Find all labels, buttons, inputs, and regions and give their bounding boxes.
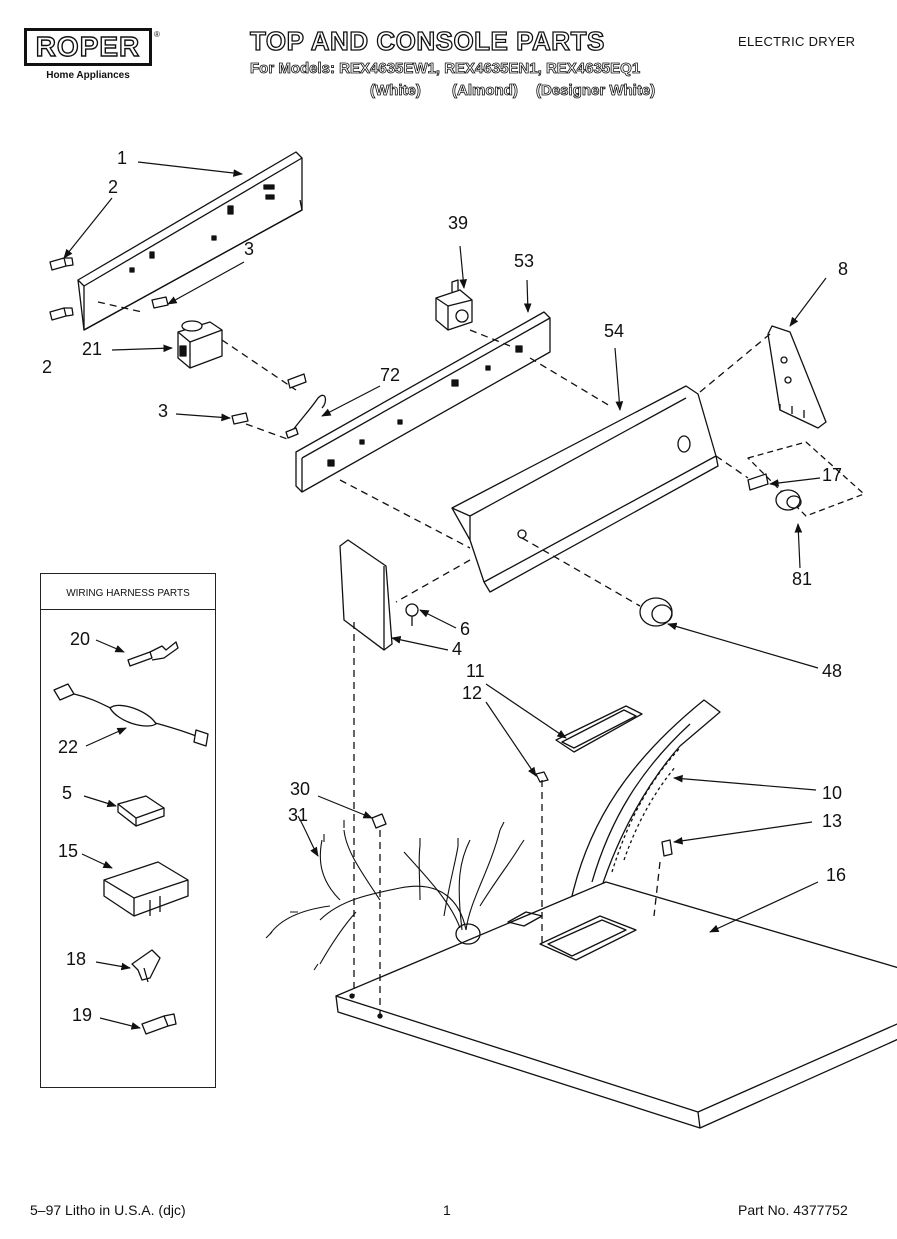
timer-part-21 — [177, 320, 223, 369]
main-top-part-16 — [335, 881, 897, 1129]
knob-part-48 — [639, 597, 673, 627]
brand-name: ROPER — [35, 31, 141, 62]
variant-white: (White) — [370, 82, 422, 100]
callout-19: 19 — [72, 1005, 93, 1025]
callout-31: 31 — [288, 805, 309, 825]
page-number: 1 — [443, 1202, 451, 1218]
callout-6: 6 — [460, 619, 471, 639]
callout-1: 1 — [117, 148, 128, 168]
end-cap-part-8 — [767, 325, 827, 429]
bracket-part-4 — [339, 539, 393, 651]
control-panel-part-53 — [295, 311, 551, 493]
callout-22: 22 — [58, 737, 79, 757]
knob-part-81 — [775, 489, 802, 511]
callout-21: 21 — [82, 339, 103, 359]
lamp-cover-part-11 — [555, 705, 643, 753]
wire-part-22 — [53, 683, 209, 747]
clip-part-12 — [535, 771, 549, 783]
switch-part-39 — [435, 279, 473, 331]
screw-part-3a — [151, 296, 169, 309]
connector-part-5 — [117, 795, 165, 827]
callout-18: 18 — [66, 949, 87, 969]
roper-logo: ROPER — [24, 28, 152, 66]
litho-note: 5–97 Litho in U.S.A. (djc) — [30, 1202, 186, 1218]
callout-8: 8 — [838, 259, 849, 279]
callout-54: 54 — [604, 321, 625, 341]
callout-48: 48 — [822, 661, 843, 681]
clamp-part-30 — [371, 813, 387, 829]
connector-block-part-15 — [103, 861, 189, 917]
callout-72: 72 — [380, 365, 401, 385]
callout-10: 10 — [822, 783, 843, 803]
callout-16: 16 — [826, 865, 847, 885]
callout-20: 20 — [70, 629, 91, 649]
callout-2a: 2 — [108, 177, 119, 197]
legend-divider — [40, 609, 216, 610]
callout-11: 11 — [466, 661, 485, 681]
callout-53: 53 — [514, 251, 535, 271]
variant-almond: (Almond) — [452, 82, 519, 100]
callout-3a: 3 — [244, 239, 255, 259]
plug-part-19 — [141, 1013, 177, 1035]
screw-part-3b — [231, 412, 249, 425]
model-list: For Models: REX4635EW1, REX4635EN1, REX4… — [250, 60, 641, 78]
wiring-harness-title: WIRING HARNESS PARTS — [66, 588, 190, 599]
callout-12: 12 — [462, 683, 483, 703]
callout-5: 5 — [62, 783, 73, 803]
screw-part-13 — [661, 839, 673, 857]
rear-panel-part-1 — [77, 151, 303, 331]
product-type: ELECTRIC DRYER — [738, 34, 856, 49]
wire-lead-part-72 — [285, 373, 327, 439]
callout-3b: 3 — [158, 401, 169, 421]
callout-30: 30 — [290, 779, 311, 799]
callout-17: 17 — [822, 465, 843, 485]
wiring-harness-box — [40, 573, 216, 1088]
terminal-part-20 — [127, 641, 179, 667]
callout-2b: 2 — [42, 357, 53, 377]
callout-81: 81 — [792, 569, 813, 589]
variant-designer-white: (Designer White) — [536, 82, 656, 100]
console-part-54 — [451, 385, 719, 593]
page-title: TOP AND CONSOLE PARTS — [249, 25, 605, 56]
callout-39: 39 — [448, 213, 469, 233]
part-number: Part No. 4377752 — [738, 1202, 848, 1218]
clip-part-6 — [405, 603, 419, 626]
bushing-part-17 — [747, 473, 769, 491]
trademark-symbol: ® — [154, 30, 160, 39]
callout-13: 13 — [822, 811, 843, 831]
callout-4: 4 — [452, 639, 463, 659]
brand-subtitle: Home Appliances — [46, 70, 130, 81]
callout-15: 15 — [58, 841, 79, 861]
screw-part-2b — [49, 307, 74, 321]
wiring-harness-part-31 — [265, 820, 525, 971]
clip-part-18 — [131, 949, 161, 983]
screw-part-2a — [49, 257, 74, 271]
